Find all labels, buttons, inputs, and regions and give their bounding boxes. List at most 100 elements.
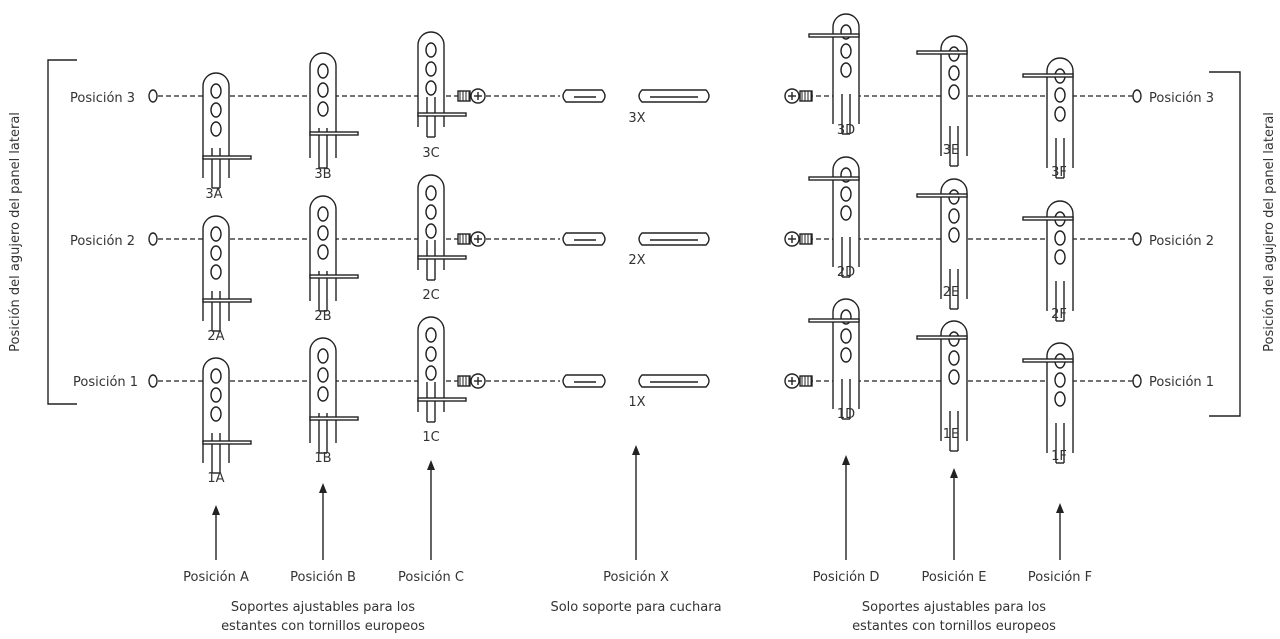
spoon-piece-left: [562, 374, 606, 388]
bracket-hole: [210, 406, 222, 422]
caption-middle: Solo soporte para cuchara: [550, 600, 721, 615]
bracket-1E: [916, 320, 968, 452]
bracket-hole: [317, 82, 329, 98]
screw-2D: [784, 231, 813, 247]
bracket-body: [1046, 342, 1074, 453]
bracket-body: [1046, 57, 1074, 168]
arrow-head-E: [950, 468, 958, 478]
screw-3C: [457, 88, 486, 104]
caption-right-line2: estantes con tornillos europeos: [852, 619, 1056, 634]
bracket-shelf-lip: [916, 193, 968, 198]
bracket-body: [832, 156, 860, 267]
right-bracket: [1209, 71, 1241, 417]
bracket-shelf-lip: [1022, 73, 1074, 78]
spoon-piece-right: [638, 89, 710, 103]
bracket-shelf-lip: [417, 397, 467, 402]
screw-thread: [457, 375, 471, 387]
arrow-head-X: [632, 445, 640, 455]
bracket-body: [940, 320, 968, 441]
bracket-body: [940, 35, 968, 156]
bracket-shelf-lip: [808, 176, 860, 181]
bracket-1B: [309, 337, 359, 454]
bracket-2B: [309, 195, 359, 312]
bracket-hole: [840, 167, 852, 183]
bracket-3B: [309, 52, 359, 169]
bracket-hole: [210, 121, 222, 137]
bracket-hole: [425, 223, 437, 239]
code-1B: 1B: [314, 451, 331, 466]
bracket-body: [309, 52, 337, 158]
panel-hole-right-2: [1132, 232, 1142, 246]
code-2D: 2D: [837, 265, 855, 280]
code-3F: 3F: [1051, 165, 1067, 180]
code-2F: 2F: [1051, 307, 1067, 322]
side-label-right: Posición del agujero del panel lateral: [1262, 112, 1277, 352]
bracket-hole: [1054, 230, 1066, 246]
bracket-2A: [202, 215, 252, 332]
position-arrows: [212, 445, 1064, 560]
code-2E: 2E: [943, 285, 960, 300]
code-3B: 3B: [314, 167, 331, 182]
bracket-hole: [948, 227, 960, 243]
bracket-3F: [1022, 57, 1074, 179]
bracket-1A: [202, 357, 252, 474]
position-label-B: Posición B: [290, 570, 356, 585]
bracket-body: [832, 298, 860, 409]
bracket-shelf-lip: [309, 416, 359, 421]
left-bracket: [47, 59, 77, 405]
bracket-shelf-lip: [916, 335, 968, 340]
bracket-hole: [210, 264, 222, 280]
bracket-body: [417, 31, 445, 127]
bracket-hole: [948, 350, 960, 366]
code-3E: 3E: [943, 143, 960, 158]
bracket-3E: [916, 35, 968, 167]
bracket-shelf-lip: [808, 318, 860, 323]
bracket-hole: [317, 206, 329, 222]
bracket-1F: [1022, 342, 1074, 464]
caption-left-line2: estantes con tornillos europeos: [221, 619, 425, 634]
bracket-hole: [317, 348, 329, 364]
code-2C: 2C: [422, 288, 439, 303]
panel-hole-left-1: [148, 374, 158, 388]
position-label-A: Posición A: [183, 570, 249, 585]
code-3X: 3X: [628, 111, 645, 126]
bracket-hole: [210, 387, 222, 403]
code-1C: 1C: [422, 430, 439, 445]
screw-thread: [799, 375, 813, 387]
bracket-1D: [808, 298, 860, 420]
bracket-hole: [210, 83, 222, 99]
position-label-E: Posición E: [921, 570, 986, 585]
bracket-hole: [1054, 87, 1066, 103]
screw-thread: [457, 233, 471, 245]
bracket-2D: [808, 156, 860, 278]
bracket-hole: [1054, 391, 1066, 407]
bracket-hole: [317, 101, 329, 117]
bracket-hole: [317, 225, 329, 241]
bracket-3A: [202, 72, 252, 189]
spoon-support-2X: [562, 232, 710, 246]
bracket-body: [417, 316, 445, 412]
position-label-F: Posición F: [1028, 570, 1092, 585]
code-1E: 1E: [943, 427, 960, 442]
bracket-shelf-lip: [309, 274, 359, 279]
bracket-hole: [1054, 372, 1066, 388]
bracket-hole: [425, 327, 437, 343]
bracket-1C: [417, 316, 467, 423]
panel-hole-left-2: [148, 232, 158, 246]
arrow-head-F: [1056, 503, 1064, 513]
screw-1C: [457, 373, 486, 389]
arrow-head-D: [842, 455, 850, 465]
bracket-2E: [916, 178, 968, 310]
bracket-body: [202, 72, 230, 178]
bracket-hole: [840, 43, 852, 59]
bracket-shelf-lip: [1022, 358, 1074, 363]
bracket-hole: [317, 244, 329, 260]
row-label-left-2: Posición 2: [70, 234, 135, 249]
spoon-piece-right: [638, 232, 710, 246]
bracket-hole: [425, 42, 437, 58]
code-3D: 3D: [837, 123, 855, 138]
code-1D: 1D: [837, 407, 855, 422]
bracket-shelf-lip: [916, 50, 968, 55]
position-label-C: Posición C: [398, 570, 464, 585]
